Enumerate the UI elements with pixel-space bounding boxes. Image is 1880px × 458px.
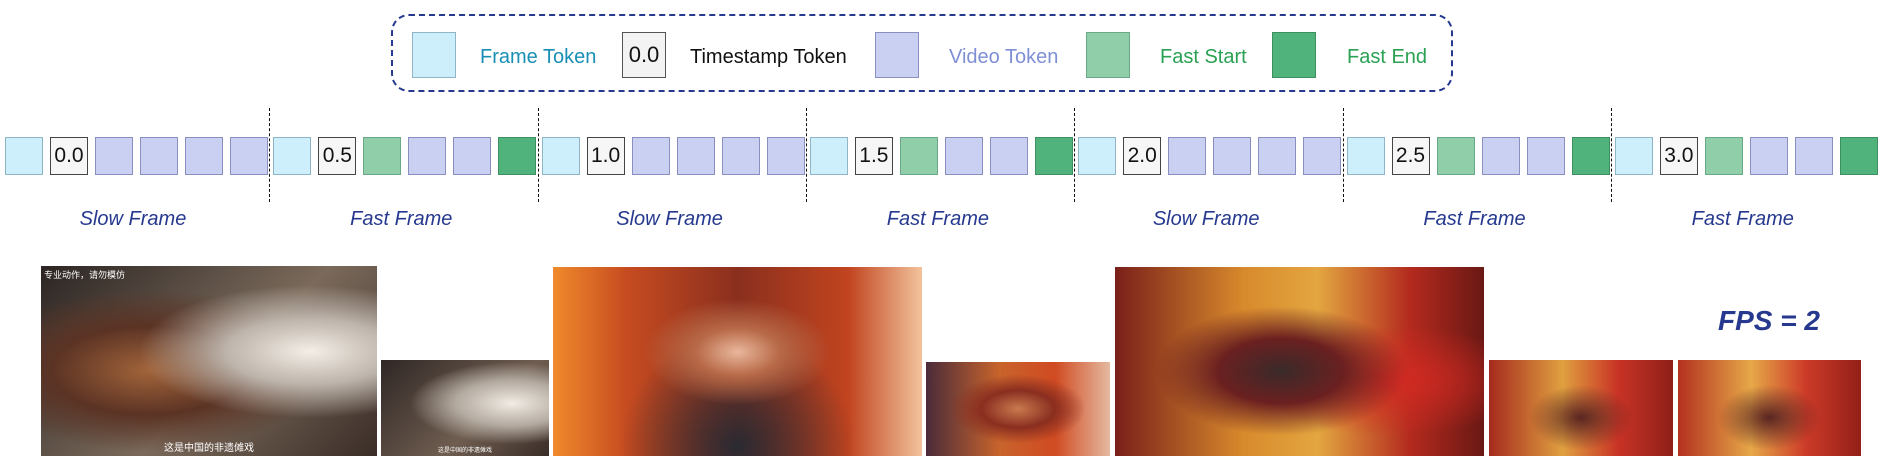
video-token	[631, 137, 670, 175]
group-separator	[537, 108, 539, 202]
video-token	[185, 137, 223, 175]
group-label: Slow Frame	[79, 208, 187, 230]
frame-image-1: 专业动作，请勿模仿 这是中国的非遗傩戏	[41, 266, 377, 456]
frame-image-5	[1115, 267, 1484, 456]
fast-end-token	[1571, 137, 1610, 175]
timestamp-token: 3.0	[1659, 137, 1698, 175]
group-separator	[1074, 108, 1076, 202]
video-token	[944, 137, 983, 175]
fast-start-token	[1704, 137, 1743, 175]
legend-fast-start-label: Fast Start	[1160, 46, 1247, 68]
timestamp-token: 0.5	[318, 137, 357, 175]
frame-token	[5, 137, 43, 175]
timestamp-token: 1.0	[586, 137, 625, 175]
group-separator	[1610, 108, 1612, 202]
video-token	[140, 137, 178, 175]
legend-timestamp-label: Timestamp Token	[690, 46, 847, 68]
group-label: Slow Frame	[1152, 208, 1260, 230]
frame-image-6	[1489, 360, 1673, 456]
frame-corner-text: 专业动作，请勿模仿	[44, 270, 126, 280]
video-token	[766, 137, 805, 175]
video-token	[1168, 137, 1207, 175]
video-token	[721, 137, 760, 175]
fast-start-token	[899, 137, 938, 175]
legend-frame-label: Frame Token	[480, 46, 597, 68]
video-token	[230, 137, 268, 175]
frame-image-7	[1678, 360, 1861, 456]
video-token	[1749, 137, 1788, 175]
legend-fast-start-swatch	[1086, 32, 1130, 78]
legend-box	[391, 14, 1453, 92]
fast-start-token	[363, 137, 402, 175]
video-token	[1794, 137, 1833, 175]
video-token	[676, 137, 715, 175]
frame-subtitle-small: 这是中国的非遗傩戏	[437, 448, 492, 454]
frame-token	[541, 137, 580, 175]
video-token	[1213, 137, 1252, 175]
frame-token	[1614, 137, 1653, 175]
frame-image-3	[553, 267, 922, 456]
group-label: Fast Frame	[1423, 208, 1526, 230]
fps-label: FPS = 2	[1718, 305, 1820, 336]
legend-fast-end-label: Fast End	[1347, 46, 1428, 68]
fast-end-token	[1034, 137, 1073, 175]
video-token	[1258, 137, 1297, 175]
timestamp-token: 1.5	[854, 137, 893, 175]
fast-end-token	[1839, 137, 1878, 175]
group-separator	[805, 108, 807, 202]
legend-frame-swatch	[412, 32, 456, 78]
frame-subtitle: 这是中国的非遗傩戏	[164, 443, 254, 454]
group-separator	[269, 108, 271, 202]
frame-token	[809, 137, 848, 175]
video-token	[453, 137, 492, 175]
legend-fast-end-swatch	[1272, 32, 1316, 78]
video-token	[1481, 137, 1520, 175]
video-token	[1303, 137, 1342, 175]
video-token	[1526, 137, 1565, 175]
group-separator	[1342, 108, 1344, 202]
video-token	[95, 137, 133, 175]
frame-token	[273, 137, 312, 175]
fast-end-token	[498, 137, 537, 175]
group-label: Slow Frame	[616, 208, 723, 230]
video-token	[408, 137, 447, 175]
fast-start-token	[1436, 137, 1475, 175]
frame-token	[1346, 137, 1385, 175]
timestamp-token: 0.0	[50, 137, 88, 175]
timestamp-token: 2.5	[1391, 137, 1430, 175]
group-label: Fast Frame	[1691, 208, 1794, 230]
frame-token	[1078, 137, 1117, 175]
group-label: Fast Frame	[886, 208, 990, 230]
video-token	[989, 137, 1028, 175]
group-label: Fast Frame	[350, 208, 453, 230]
frame-image-2: 这是中国的非遗傩戏	[381, 360, 549, 456]
legend-timestamp-swatch: 0.0	[622, 32, 666, 78]
frame-image-4	[926, 362, 1110, 456]
timestamp-token: 2.0	[1123, 137, 1162, 175]
legend-video-swatch	[875, 32, 919, 78]
legend-video-label: Video Token	[949, 46, 1059, 68]
